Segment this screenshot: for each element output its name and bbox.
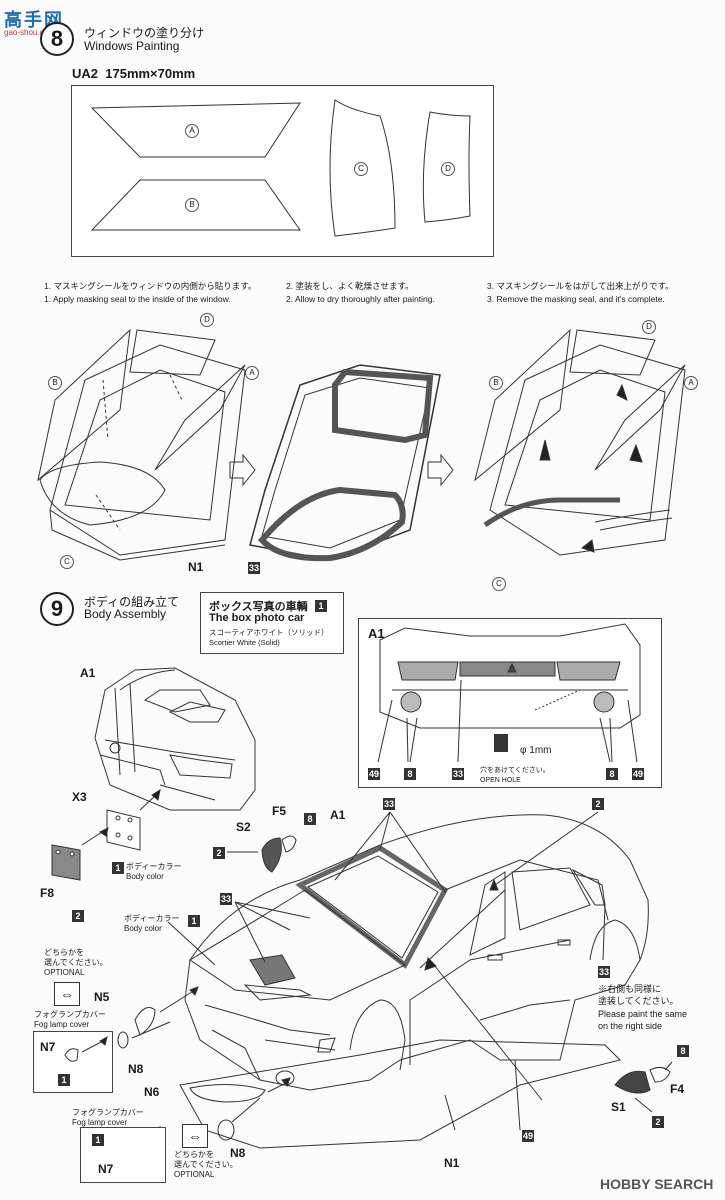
part-f8: F8 <box>40 886 55 900</box>
label-b-left: B <box>48 376 62 390</box>
part-n7: N7 <box>40 1040 56 1054</box>
box-photo-title-en: The box photo car <box>209 612 305 624</box>
step9-title-jp: ボディの組み立て <box>84 595 180 609</box>
optional-en-a: OPTIONAL <box>44 968 85 977</box>
color-num-2-s2: 2 <box>213 847 225 859</box>
color-num-33-pillar: 33 <box>598 966 610 978</box>
label-a-left: A <box>245 366 259 380</box>
right-note-jp-1: ※右側も同様に <box>598 984 662 994</box>
color-num-33-top: 33 <box>383 798 395 810</box>
color-num-2-f8: 2 <box>72 910 84 922</box>
body-color-jp-2: ボディーカラー <box>124 914 180 923</box>
sheet-code: UA2 175mm×70mm <box>72 66 196 81</box>
label-c-left: C <box>60 555 74 569</box>
detail-color-33: 33 <box>452 768 464 780</box>
part-n5: N5 <box>94 990 110 1004</box>
mirror-s2 <box>227 835 297 873</box>
detail-color-8-left: 8 <box>404 768 416 780</box>
part-a1-main: A1 <box>330 808 346 822</box>
body-color-en-2: Body color <box>124 924 162 933</box>
optional-jp-1b: どちらかを <box>174 1150 214 1159</box>
part-s1: S1 <box>611 1100 626 1114</box>
color-num-1-x3: 1 <box>112 862 124 874</box>
label-b-right: B <box>489 376 503 390</box>
optional-choice-icon-2: ⇔ <box>182 1124 208 1148</box>
seal-b-label: B <box>185 198 199 212</box>
optional-en-b: OPTIONAL <box>174 1170 215 1179</box>
part-f4: F4 <box>670 1082 685 1096</box>
detail-part-a1: A1 <box>368 626 385 641</box>
fog-en-1: Fog lamp cover <box>34 1020 90 1029</box>
part-x3: X3 <box>72 790 87 804</box>
box-photo-color-num: 1 <box>315 600 327 612</box>
part-a1: A1 <box>80 666 96 680</box>
drill-icon <box>494 734 508 752</box>
right-note-en-2: on the right side <box>598 1021 663 1031</box>
seal-d-label: D <box>441 162 455 176</box>
part-n7b: N7 <box>98 1162 114 1176</box>
label-a-right: A <box>684 376 698 390</box>
part-s2: S2 <box>236 820 251 834</box>
optional-jp-1a: どちらかを <box>44 948 84 957</box>
instruction-2: 2. 塗装をし、よく乾燥させます。2. Allow to dry thoroug… <box>286 281 435 304</box>
box-photo-title-jp: ボックス写真の車輌 <box>209 601 308 613</box>
optional-jp-2b: 選んでください。 <box>174 1160 238 1169</box>
part-n6: N6 <box>144 1085 160 1099</box>
step8-title-jp: ウィンドウの塗り分け <box>84 26 205 40</box>
detail-color-49-left: 49 <box>368 768 380 780</box>
part-f5: F5 <box>272 804 287 818</box>
instruction-1: 1. マスキングシールをウィンドウの内側から貼ります。1. Apply mask… <box>44 281 257 304</box>
seal-c-label: C <box>354 162 368 176</box>
step9-title-en: Body Assembly <box>84 607 167 621</box>
footer-logo: HOBBY SEARCH <box>600 1176 714 1192</box>
hole-note-jp: 穴をあけてください。 <box>480 767 550 774</box>
label-d-left: D <box>200 313 214 327</box>
color-num-8-f5: 8 <box>304 813 316 825</box>
label-d-right: D <box>642 320 656 334</box>
step8-number: 8 <box>40 22 74 56</box>
color-num-33-hood: 33 <box>220 893 232 905</box>
optional-jp-2a: 選んでください。 <box>44 958 108 967</box>
seal-a-label: A <box>185 124 199 138</box>
front-bumper-detail <box>377 623 641 763</box>
right-note-jp-2: 塗装してください。 <box>598 996 679 1006</box>
front-hood-illustration <box>51 667 256 881</box>
fog-jp-2: フォグランプカバー <box>72 1108 144 1117</box>
right-note-en-1: Please paint the same <box>598 1009 688 1019</box>
label-c-right: C <box>492 577 506 591</box>
optional-choice-icon-1: ⇔ <box>54 982 80 1006</box>
body-color-en-1: Body color <box>126 872 164 881</box>
label-n1-step8: N1 <box>188 560 204 574</box>
hole-note-en: OPEN HOLE <box>480 777 521 784</box>
hole-size: φ 1mm <box>520 745 552 756</box>
fog-jp-1: フォグランプカバー <box>34 1010 106 1019</box>
color-num-8-s1: 8 <box>677 1045 689 1057</box>
color-num-2-s1: 2 <box>652 1116 664 1128</box>
color-num-49-floor: 49 <box>522 1130 534 1142</box>
part-n8b: N8 <box>230 1146 246 1160</box>
fog-en-2: Fog lamp cover <box>72 1118 128 1127</box>
body-color-jp-1: ボディーカラー <box>126 862 182 871</box>
part-n8: N8 <box>128 1062 144 1076</box>
watermark-url: gao-shou.com <box>4 28 55 37</box>
box-photo-panel: ボックス写真の車輌 1 The box photo car スコーティアホワイト… <box>200 592 344 654</box>
window-assembly-illustration <box>37 328 686 562</box>
color-33-step8: 33 <box>248 562 260 574</box>
color-num-1-body: 1 <box>188 915 200 927</box>
detail-color-8-right: 8 <box>606 768 618 780</box>
masking-seal-shapes <box>90 99 471 237</box>
detail-color-49-right: 49 <box>632 768 644 780</box>
instruction-3: 3. マスキングシールをはがして出来上がりです。3. Remove the ma… <box>487 281 674 304</box>
color-num-1-n7: 1 <box>58 1074 70 1086</box>
color-num-1-n7b: 1 <box>92 1134 104 1146</box>
step9-number: 9 <box>40 592 74 626</box>
step8-title-en: Windows Painting <box>84 39 180 53</box>
part-n1: N1 <box>444 1156 460 1170</box>
color-num-2-top: 2 <box>592 798 604 810</box>
box-photo-color-jp: スコーティアホワイト（ソリッド） <box>209 628 329 637</box>
box-photo-color-en: Scortier White (Solid) <box>209 638 280 647</box>
